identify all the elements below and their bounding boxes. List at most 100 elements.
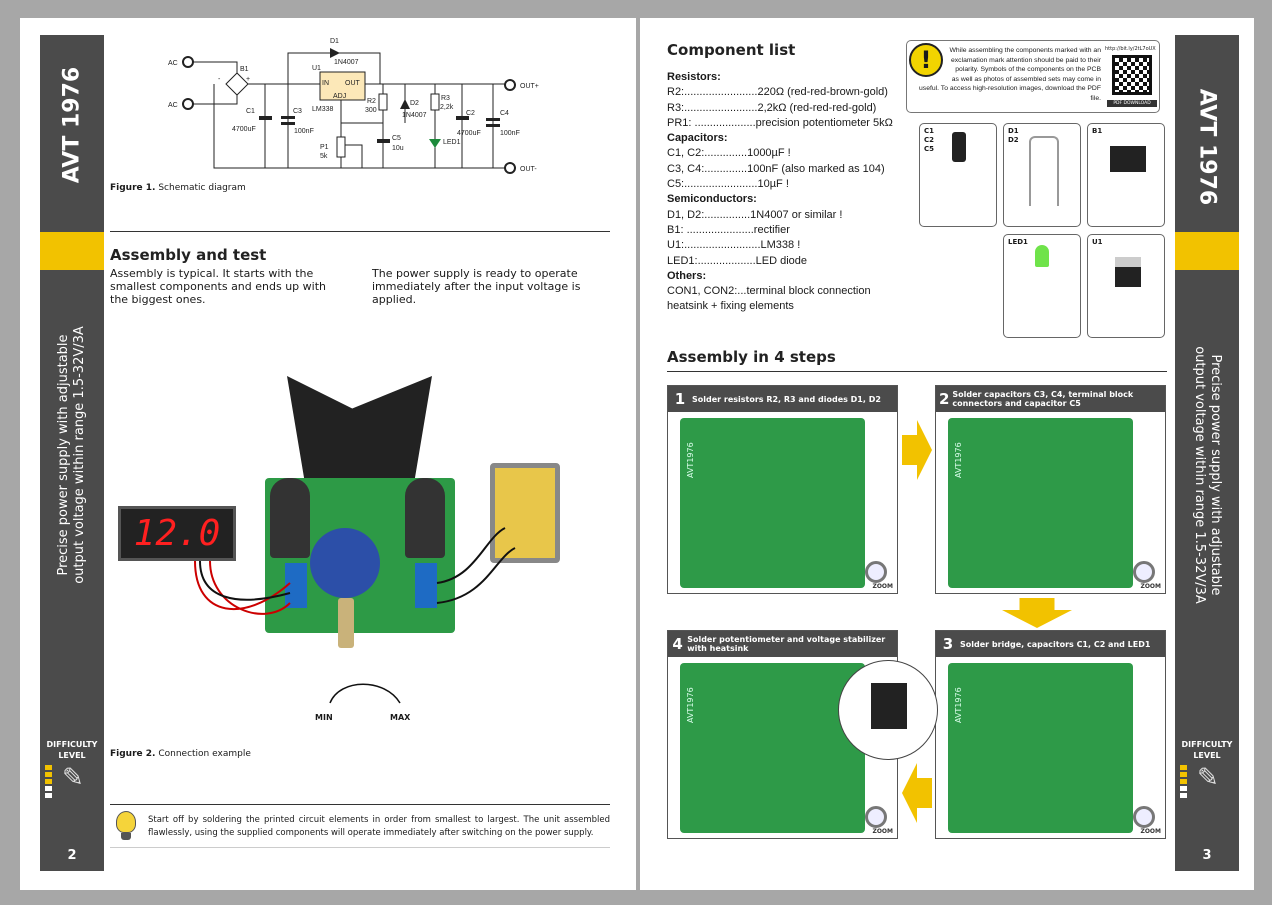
component-group-title: Resistors: [667, 71, 721, 83]
notice-text: While assembling the components marked w… [911, 46, 1101, 104]
step-title: Solder capacitors C3, C4, terminal block… [952, 390, 1134, 408]
yellow-band [1175, 232, 1239, 270]
component-item: R2:........................220Ω (red-red… [667, 86, 888, 99]
component-item: heatsink + fixing elements [667, 300, 794, 313]
component-item: R3:........................2,2kΩ (red-re… [667, 101, 877, 114]
tip-text: Start off by soldering the printed circu… [148, 815, 610, 838]
label-c3-val: 100nF [294, 128, 314, 135]
component-item: CON1, CON2:...terminal block connection [667, 285, 871, 298]
thumb-diode: D1 D2 [1003, 123, 1081, 227]
sidebar-subtitle: Precise power supply with adjustable out… [1191, 346, 1223, 604]
transformer [490, 463, 560, 563]
pcb-label: AVT1976 [686, 442, 695, 478]
label-c5-val: 10u [392, 145, 404, 152]
zoom-button[interactable]: ZOOM [1140, 583, 1161, 590]
difficulty-bars [1180, 765, 1187, 800]
label-b1: B1 [240, 66, 249, 73]
capacitor-image [952, 132, 966, 162]
display-reading: 12.0 [133, 513, 221, 554]
label-c4: C4 [500, 110, 509, 117]
zoom-button[interactable]: ZOOM [1140, 828, 1161, 835]
pot-shaft [338, 598, 354, 648]
label-plus: + [246, 76, 250, 83]
label-d2-part: 1N4007 [402, 112, 427, 119]
label-c2-val: 4700uF [457, 130, 481, 137]
label-led1: LED1 [443, 139, 461, 146]
divider [667, 371, 1167, 372]
magnifier-icon[interactable] [865, 561, 887, 583]
terminal-right [415, 563, 437, 608]
component-group-title: Semiconductors: [667, 193, 757, 206]
connection-photo: 12.0 MIN MAX [115, 358, 625, 738]
difficulty-label: DIFFICULTY LEVEL [1181, 740, 1233, 760]
figure2-text: Connection example [158, 749, 251, 759]
component-item: PR1: ....................precision poten… [667, 116, 893, 129]
label-p1: P1 [320, 144, 329, 151]
exclamation-icon: ! [909, 43, 943, 77]
zoom-button[interactable]: ZOOM [872, 828, 893, 835]
page-number: 2 [67, 848, 77, 863]
arrow-right [902, 420, 932, 480]
label-p1-val: 5k [320, 153, 328, 160]
thumb-label: D1 D2 [1008, 127, 1019, 144]
thumb-label: C1 C2 C5 [924, 127, 935, 153]
assembly-text-col1: Assembly is typical. It starts with the … [110, 267, 326, 306]
thumb-led: LED1 [1003, 234, 1081, 338]
component-group-title: Capacitors: [667, 132, 728, 145]
heatsink-detail [871, 683, 907, 729]
magnifier-icon[interactable] [1133, 806, 1155, 828]
pcb-label: AVT1976 [686, 687, 695, 723]
pcb-photo: AVT1976 [948, 663, 1133, 833]
soldering-iron-icon: ✎ [62, 763, 84, 793]
component-list: Resistors: R2:........................220… [667, 70, 915, 315]
magnifier-icon[interactable] [865, 806, 887, 828]
subtitle-line2: output voltage within range 1.5-32V/3A [72, 326, 87, 584]
label-out-plus: OUT+ [520, 83, 539, 90]
figure1-label: Figure 1. [110, 183, 156, 193]
component-item: U1:.........................LM338 ! [667, 239, 801, 252]
qr-code[interactable] [1112, 55, 1152, 95]
voltmeter-display: 12.0 [118, 506, 236, 561]
diode-image [1029, 136, 1059, 206]
thumb-label: LED1 [1008, 238, 1028, 246]
thumb-label: B1 [1092, 127, 1103, 135]
subtitle-line1: Precise power supply with adjustable [56, 334, 71, 576]
figure2-caption: Figure 2. Connection example [110, 749, 251, 759]
assembly-heading: Assembly and test [110, 246, 267, 264]
label-out-minus: OUT- [520, 166, 537, 173]
step-title: Solder resistors R2, R3 and diodes D1, D… [692, 394, 881, 404]
pcb-photo: AVT1976 [948, 418, 1133, 588]
difficulty-label: DIFFICULTY LEVEL [46, 740, 98, 760]
steps-heading: Assembly in 4 steps [667, 348, 836, 366]
notice-box: While assembling the components marked w… [906, 40, 1160, 113]
bridge-image [1110, 146, 1146, 172]
magnifier-icon[interactable] [1133, 561, 1155, 583]
thumb-bridge: B1 [1087, 123, 1165, 227]
label-c5: C5 [392, 135, 401, 142]
notice-url[interactable]: http://bit.ly/2tL7oUX [1105, 46, 1156, 52]
zoom-button[interactable]: ZOOM [872, 583, 893, 590]
component-list-heading: Component list [667, 41, 796, 59]
left-sidebar: AVT 1976 Precise power supply with adjus… [40, 35, 104, 871]
step-number: 2 [938, 390, 950, 408]
label-ac2: AC [168, 102, 178, 109]
label-r2-val: 300 [365, 107, 377, 114]
left-page: AVT 1976 Precise power supply with adjus… [20, 18, 636, 890]
component-item: C1, C2:..............1000µF ! [667, 147, 791, 160]
label-d1-part: 1N4007 [334, 59, 359, 66]
schematic-diagram: AC AC B1 - + D1 1N4007 U1 IN OUT ADJ LM3… [168, 38, 539, 174]
label-d1: D1 [330, 38, 339, 45]
pdf-download-button[interactable]: PDF DOWNLOAD [1107, 100, 1157, 107]
component-item: C3, C4:..............100nF (also marked … [667, 162, 885, 175]
figure1-text: Schematic diagram [158, 183, 246, 193]
label-minus: - [218, 76, 221, 83]
label-u1-in: IN [322, 80, 329, 87]
label-c3: C3 [293, 108, 302, 115]
thumb-label: U1 [1092, 238, 1103, 246]
page-number: 3 [1202, 848, 1212, 863]
